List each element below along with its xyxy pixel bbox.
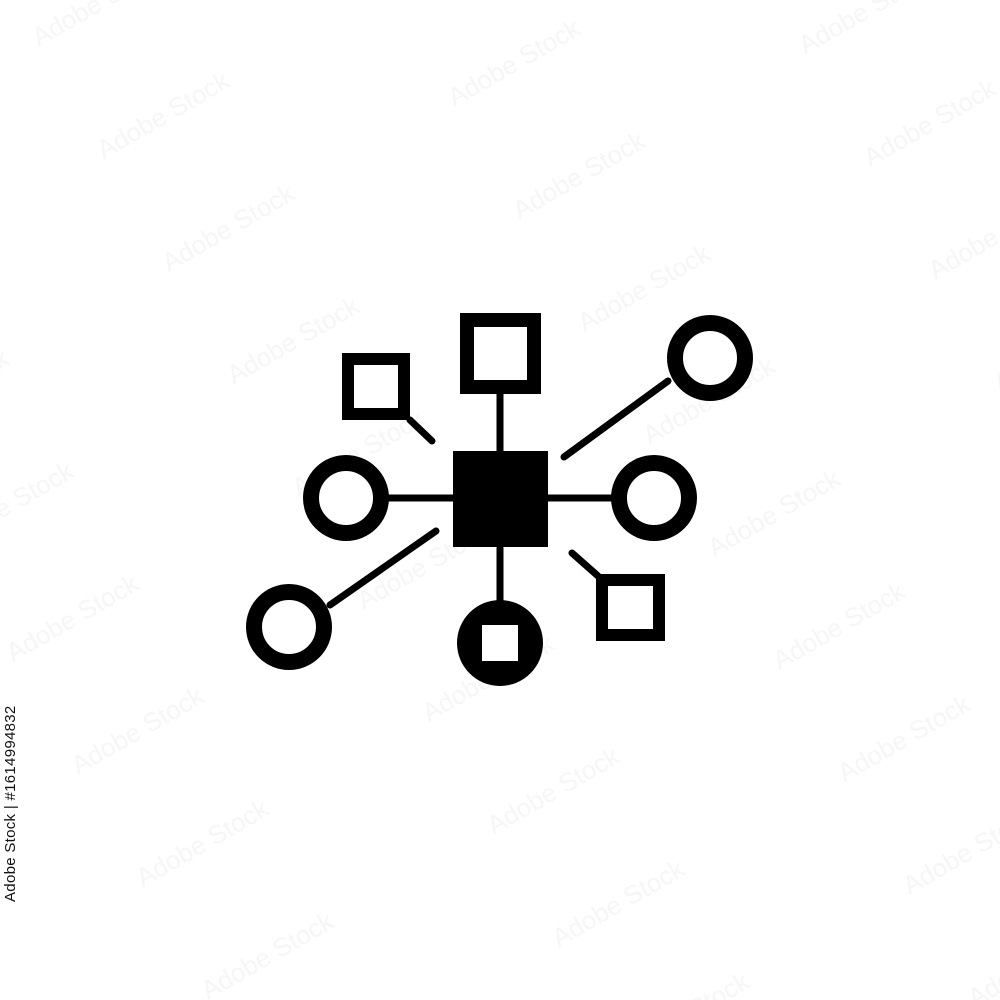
top-left-square-node [342,353,410,420]
top-right-circle-node [667,315,753,401]
right-circle-node [611,455,697,541]
bottom-left-circle-node [246,584,332,670]
connector-lines [326,377,672,609]
center-hub-square [453,451,548,547]
bottom-circle-inner-square [482,625,518,661]
connector-bottom-left [326,527,440,609]
connector-top-right [560,377,672,461]
left-circle-node [303,455,389,541]
top-square-node [460,313,541,394]
connector-bottom-right [568,549,602,580]
bottom-right-square-node [596,574,665,641]
stock-id-label: Adobe Stock | #1614994832 [2,705,19,902]
connector-top-left [406,416,436,445]
